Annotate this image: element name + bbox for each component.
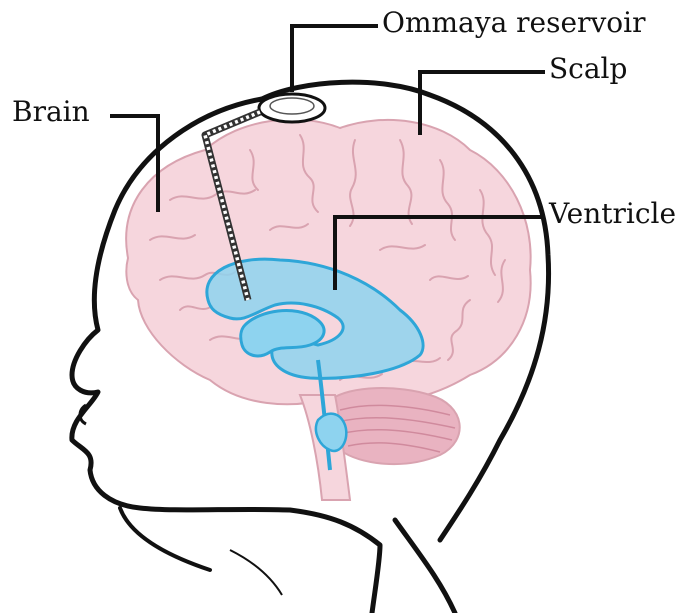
scalp-label: Scalp — [549, 55, 627, 83]
ventricle-label: Ventricle — [549, 200, 676, 228]
brain-label: Brain — [12, 98, 90, 126]
chin — [120, 508, 210, 570]
ear — [230, 550, 282, 595]
ommaya-reservoir-label: Ommaya reservoir — [382, 9, 645, 37]
